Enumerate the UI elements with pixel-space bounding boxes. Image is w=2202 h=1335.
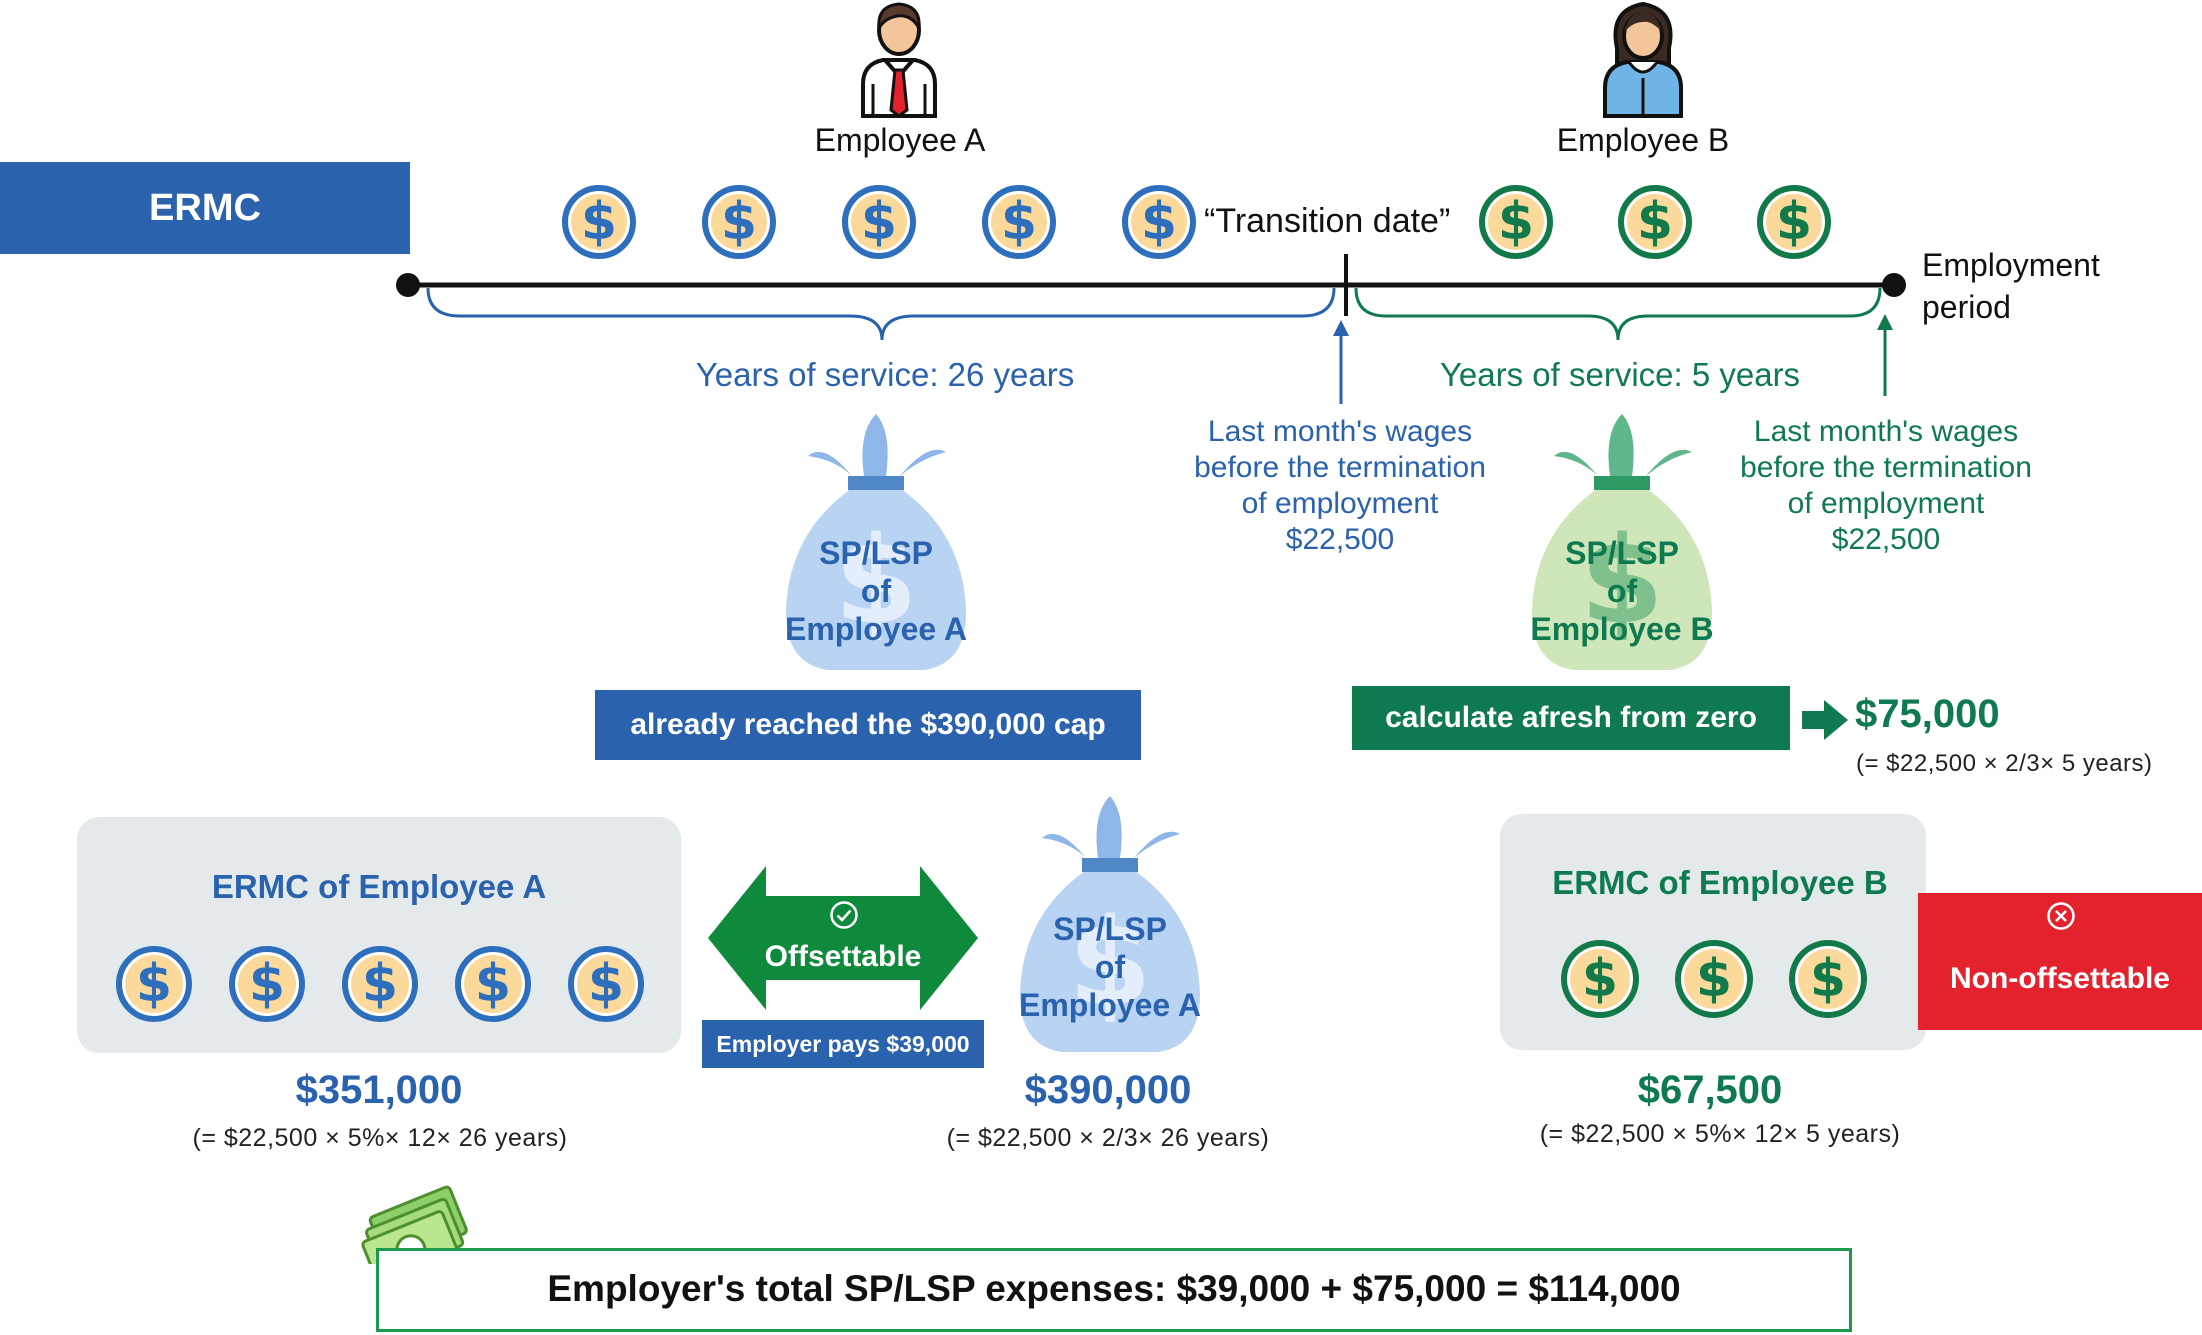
calc-amount: $75,000 bbox=[1855, 692, 2000, 736]
dollar-coin-icon: $ bbox=[342, 946, 418, 1022]
ermc-b-amount: $67,500 bbox=[1637, 1068, 1783, 1112]
wages-note-a-line1: Last month's wages bbox=[1207, 415, 1473, 448]
bag-a-line3: Employee A bbox=[785, 611, 967, 647]
male-employee-icon bbox=[857, 0, 941, 118]
offsettable-arrow bbox=[708, 866, 978, 1010]
cross-circle-icon bbox=[2046, 901, 2076, 931]
dollar-coin-icon: $ bbox=[562, 185, 636, 259]
bag-a-lower-line1: SP/LSP bbox=[1053, 911, 1167, 947]
non-offsettable-label: Non-offsettable bbox=[1950, 962, 2170, 995]
dollar-coin-icon: $ bbox=[1675, 940, 1753, 1018]
dollar-coin-icon: $ bbox=[1789, 940, 1867, 1018]
years-of-service-b: Years of service: 5 years bbox=[1439, 356, 1801, 393]
calc-afresh-note: calculate afresh from zero bbox=[1352, 686, 1790, 750]
dollar-coin-icon: $ bbox=[1122, 185, 1196, 259]
arrow-right-icon bbox=[1802, 700, 1848, 740]
offsettable-label: Offsettable bbox=[764, 940, 922, 973]
dollar-coin-icon: $ bbox=[1618, 185, 1692, 259]
wages-note-b-line4: $22,500 bbox=[1831, 523, 1941, 556]
bag-b-line2: of bbox=[1606, 573, 1638, 609]
wages-note-b-line1: Last month's wages bbox=[1753, 415, 2019, 448]
ermc-banner: ERMC bbox=[0, 162, 410, 254]
wages-note-a-line2: before the termination bbox=[1194, 451, 1486, 484]
check-circle-icon bbox=[829, 900, 859, 930]
cap-note: already reached the $390,000 cap bbox=[595, 690, 1141, 760]
splsp-a-formula: (= $22,500 × 2/3× 26 years) bbox=[946, 1124, 1270, 1152]
dollar-coin-icon: $ bbox=[702, 185, 776, 259]
splsp-a-amount: $390,000 bbox=[1024, 1068, 1192, 1112]
dollar-coin-icon: $ bbox=[982, 185, 1056, 259]
employee-b-name: Employee B bbox=[1556, 122, 1730, 158]
ermc-b-formula: (= $22,500 × 5%× 12× 5 years) bbox=[1539, 1120, 1901, 1148]
dollar-coin-icon: $ bbox=[1479, 185, 1553, 259]
money-bag-icon: $ SP/LSP of Employee A bbox=[1002, 794, 1218, 1056]
calc-formula: (= $22,500 × 2/3× 5 years) bbox=[1856, 750, 2153, 777]
employee-a-name: Employee A bbox=[814, 122, 986, 158]
employment-period-label: Employment period bbox=[1922, 244, 2100, 328]
timeline bbox=[0, 0, 2202, 420]
wages-note-b-line3: of employment bbox=[1787, 487, 1985, 520]
money-bag-icon: $ SP/LSP of Employee B bbox=[1514, 412, 1730, 674]
employment-period-line1: Employment bbox=[1922, 247, 2100, 283]
dollar-coin-icon: $ bbox=[116, 946, 192, 1022]
bag-a-line2: of bbox=[860, 573, 892, 609]
female-employee-icon bbox=[1599, 0, 1687, 118]
ermc-a-amount: $351,000 bbox=[295, 1068, 463, 1112]
wages-note-b: Last month's wages before the terminatio… bbox=[1706, 414, 2066, 558]
money-bag-icon: $ SP/LSP of Employee A bbox=[768, 412, 984, 674]
dollar-coin-icon: $ bbox=[1757, 185, 1831, 259]
dollar-coin-icon: $ bbox=[455, 946, 531, 1022]
ermc-a-title: ERMC of Employee A bbox=[211, 868, 547, 905]
svg-text:$: $ bbox=[1580, 512, 1664, 651]
svg-text:$: $ bbox=[1068, 894, 1152, 1033]
bag-b-line3: Employee B bbox=[1530, 611, 1714, 647]
total-expenses: Employer's total SP/LSP expenses: $39,00… bbox=[547, 1268, 1681, 1309]
ermc-b-title: ERMC of Employee B bbox=[1552, 864, 1888, 901]
wages-note-a-line3: of employment bbox=[1241, 487, 1439, 520]
bag-a-line1: SP/LSP bbox=[819, 535, 933, 571]
wages-note-a: Last month's wages before the terminatio… bbox=[1160, 414, 1520, 558]
bag-b-line1: SP/LSP bbox=[1565, 535, 1679, 571]
wages-note-a-line4: $22,500 bbox=[1285, 523, 1395, 556]
dollar-coin-icon: $ bbox=[568, 946, 644, 1022]
dollar-coin-icon: $ bbox=[229, 946, 305, 1022]
ermc-a-formula: (= $22,500 × 5%× 12× 26 years) bbox=[192, 1124, 568, 1152]
dollar-coin-icon: $ bbox=[1561, 940, 1639, 1018]
bag-a-lower-line3: Employee A bbox=[1019, 987, 1201, 1023]
transition-date-label: “Transition date” bbox=[1204, 202, 1451, 240]
svg-text:$: $ bbox=[834, 512, 918, 651]
dollar-coin-icon: $ bbox=[842, 185, 916, 259]
wages-note-b-line2: before the termination bbox=[1740, 451, 2032, 484]
employer-pays-note: Employer pays $39,000 bbox=[702, 1020, 984, 1068]
total-expenses-box bbox=[376, 1248, 1852, 1332]
employment-period-line2: period bbox=[1922, 289, 2011, 325]
years-of-service-a: Years of service: 26 years bbox=[695, 356, 1075, 393]
bag-a-lower-line2: of bbox=[1094, 949, 1126, 985]
